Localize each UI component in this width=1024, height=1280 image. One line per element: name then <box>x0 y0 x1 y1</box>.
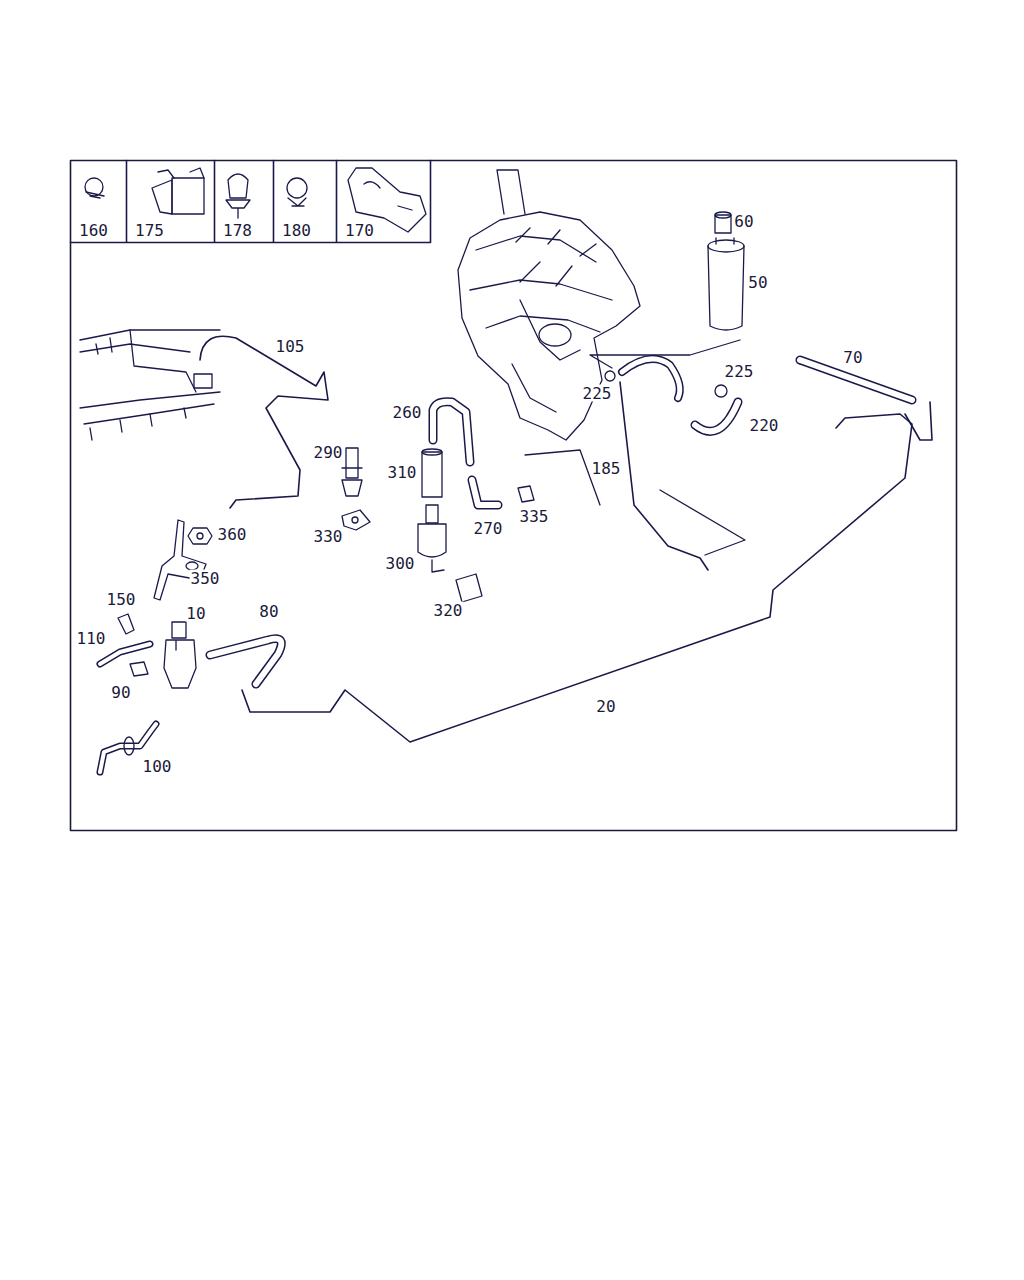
callout-number: 320 <box>433 602 464 619</box>
callout-number: 170 <box>337 221 440 240</box>
callout-number: 100 <box>142 758 173 775</box>
callout-number: 175 <box>127 221 224 240</box>
callout-number: 335 <box>519 508 550 525</box>
callout-number: 80 <box>258 603 279 620</box>
part-cell: 180 <box>274 161 346 242</box>
callout-number: 110 <box>76 630 107 647</box>
callout-number: 178 <box>215 221 283 240</box>
part-cell: 160 <box>71 161 136 242</box>
callout-number: 180 <box>274 221 346 240</box>
callout-number: 90 <box>110 684 131 701</box>
callout-number: 330 <box>313 528 344 545</box>
callout-number: 50 <box>747 274 768 291</box>
callout-number: 70 <box>842 349 863 366</box>
callout-number: 150 <box>106 591 137 608</box>
callout-number: 270 <box>473 520 504 537</box>
callout-number: 350 <box>190 570 221 587</box>
callout-number: 185 <box>591 460 622 477</box>
callout-number: 225 <box>582 385 613 402</box>
callout-number: 20 <box>595 698 616 715</box>
callout-number: 220 <box>749 417 780 434</box>
part-cell: 170 <box>337 161 440 242</box>
callout-number: 10 <box>185 605 206 622</box>
part-cell: 178 <box>215 161 283 242</box>
callout-number: 360 <box>217 526 248 543</box>
callout-number: 225 <box>724 363 755 380</box>
callout-number: 105 <box>275 338 306 355</box>
callout-number: 260 <box>392 404 423 421</box>
part-cell: 175 <box>127 161 224 242</box>
callout-number: 290 <box>313 444 344 461</box>
callout-number: 310 <box>387 464 418 481</box>
callout-number: 160 <box>71 221 136 240</box>
callout-number: 300 <box>385 555 416 572</box>
callout-number: 60 <box>733 213 754 230</box>
